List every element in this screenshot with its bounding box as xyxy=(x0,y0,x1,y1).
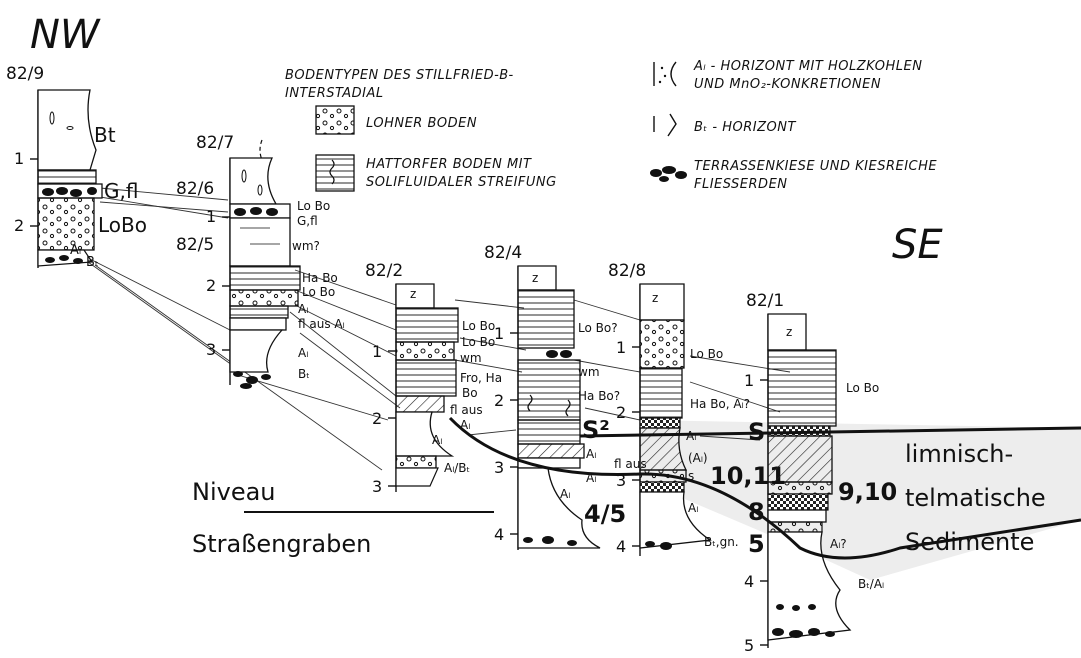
legend-heading-line2: INTERSTADIAL xyxy=(285,86,384,101)
limnisch-line1: limnisch- xyxy=(905,440,1013,468)
bt-horizont-symbol xyxy=(654,114,676,136)
label: Lo Bo xyxy=(462,319,495,333)
label: 9,10 xyxy=(838,478,897,506)
legend-terrassen-line2: FLIESSERDEN xyxy=(694,177,788,192)
label: Ha Bo? xyxy=(578,389,620,403)
section-82-4: 82/4 1 2 3 4 z Lo Bo? wm Ha Bo? S² Aₗ fl… xyxy=(484,243,647,550)
niveau-label: Niveau xyxy=(192,478,276,506)
depth: 2 xyxy=(206,276,216,295)
section-id: 82/1 xyxy=(746,291,784,311)
legend-lohner-label: LOHNER BODEN xyxy=(366,116,477,131)
depth: 1 xyxy=(616,338,626,357)
label: wm? xyxy=(292,239,320,253)
label: fl aus Aₗ xyxy=(298,317,345,331)
al-horizont-symbol xyxy=(654,62,676,86)
strassengraben-label: Straßengraben xyxy=(192,530,371,558)
section-id: 82/8 xyxy=(608,261,646,281)
label: Bₜ,gn. xyxy=(704,535,739,549)
depth: 2 xyxy=(494,391,504,410)
label: Aₗ/Bₜ xyxy=(444,461,470,475)
terrassen-symbol xyxy=(650,166,687,182)
label: 4/5 xyxy=(584,500,626,528)
label: Lo Bo xyxy=(462,335,495,349)
legend-heading-line1: BODENTYPEN DES STILLFRIED-B- xyxy=(285,68,514,83)
label: Bₜ xyxy=(298,367,310,381)
label-gfl: G,fl xyxy=(104,179,138,203)
section-id-82-5: 82/5 xyxy=(176,235,214,255)
depth: 1 xyxy=(14,149,24,168)
label-al: Aₗ xyxy=(70,243,81,258)
label: Lo Bo xyxy=(846,381,879,395)
depth: 1 xyxy=(494,324,504,343)
legend-al-line1: Aₗ - HORIZONT MIT HOLZKOHLEN xyxy=(693,59,922,74)
label: Aₗ xyxy=(686,429,696,443)
label: Aₗ xyxy=(688,501,698,515)
depth: 4 xyxy=(494,525,504,544)
section-id-82-6: 82/6 xyxy=(176,179,214,199)
label: Lo Bo xyxy=(302,285,335,299)
depth: 4 xyxy=(744,572,754,591)
depth: 1 xyxy=(206,207,216,226)
label: Aₗ? xyxy=(830,537,847,551)
hattorfer-boden-swatch xyxy=(316,155,354,191)
label-lobo: LoBo xyxy=(98,213,147,237)
depth: 2 xyxy=(14,216,24,235)
label: Ha Bo xyxy=(302,271,338,285)
label: wm xyxy=(578,365,600,379)
label: Ha Bo, Aₗ? xyxy=(690,397,750,411)
legend-al-line2: UND MnO₂-KONKRETIONEN xyxy=(694,77,881,92)
label: Bo xyxy=(462,386,478,400)
label: S² xyxy=(582,416,610,444)
depth: 1 xyxy=(744,371,754,390)
label: Aₗ xyxy=(560,487,570,501)
section-id: 82/9 xyxy=(6,64,44,84)
label: z xyxy=(652,291,658,305)
depth: 3 xyxy=(494,458,504,477)
label: Lo Bo xyxy=(297,199,330,213)
label: z xyxy=(532,271,538,285)
depth: 3 xyxy=(206,340,216,359)
label: Lo Bo? xyxy=(578,321,618,335)
label-bt: Bt xyxy=(94,123,116,147)
limnisch-line2: telmatische xyxy=(905,484,1046,512)
label: Fro, Ha xyxy=(460,371,502,385)
depth: 4 xyxy=(616,537,626,556)
label: Lo Bo xyxy=(690,347,723,361)
label: (Aₗ) xyxy=(688,451,708,465)
label: Bₜ/Aₗ xyxy=(858,577,884,591)
section-82-9: 82/9 1 2 Bt G,fl LoBo Aₗ Bₜ xyxy=(6,64,147,270)
section-id: 82/2 xyxy=(365,261,403,281)
depth: 3 xyxy=(372,477,382,496)
depth: 2 xyxy=(372,409,382,428)
label: Aₗ xyxy=(298,346,308,360)
legend-bt-label: Bₜ - HORIZONT xyxy=(694,120,796,135)
label: fl aus xyxy=(450,403,483,417)
label: 5 xyxy=(748,530,765,558)
label: Aₗ xyxy=(586,447,596,461)
label: wm xyxy=(460,351,482,365)
depth: 5 xyxy=(744,636,754,655)
section-82-2: 82/2 1 2 3 z Lo Bo Lo Bo wm Fro, Ha Bo f… xyxy=(365,261,502,496)
label-bt-lower: Bₜ xyxy=(86,255,99,270)
depth: 1 xyxy=(372,342,382,361)
section-id: 82/7 xyxy=(196,133,234,153)
title-se: SE xyxy=(892,222,943,268)
limnisch-line3: Sedimente xyxy=(905,528,1034,556)
legend-hattorfer-line2: SOLIFLUIDALER STREIFUNG xyxy=(366,175,557,190)
legend-hattorfer-line1: HATTORFER BODEN MIT xyxy=(366,157,532,172)
legend-terrassen-line1: TERRASSENKIESE UND KIESREICHE xyxy=(694,159,937,174)
title-nw: NW xyxy=(30,12,101,58)
section-id: 82/4 xyxy=(484,243,522,263)
label: Aₗ xyxy=(298,302,308,316)
label: z xyxy=(410,287,416,301)
label: G,fl xyxy=(297,214,318,228)
label: z xyxy=(786,325,792,339)
lohner-boden-swatch xyxy=(316,106,354,134)
legend: BODENTYPEN DES STILLFRIED-B- INTERSTADIA… xyxy=(285,59,937,192)
label: Aₗ xyxy=(432,433,442,447)
depth: 2 xyxy=(616,403,626,422)
